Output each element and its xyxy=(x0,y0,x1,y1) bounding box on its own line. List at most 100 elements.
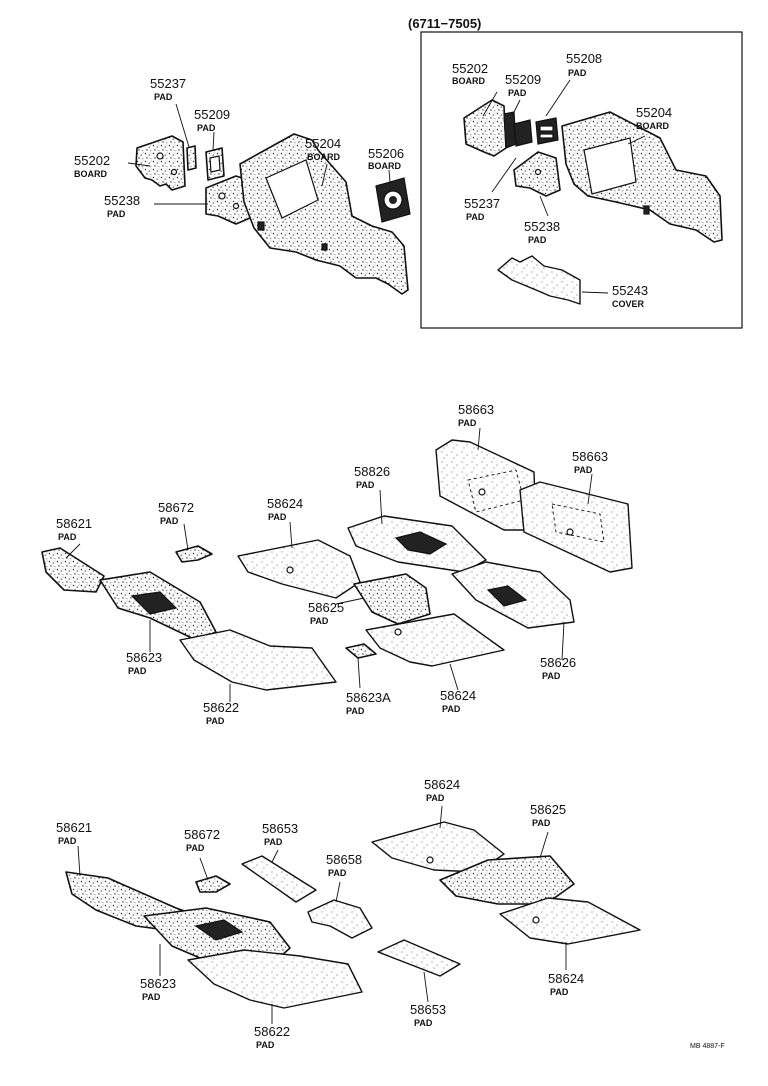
label-number: 58622 xyxy=(203,700,239,715)
label-number: 58623 xyxy=(126,650,162,665)
label-number: 55204 xyxy=(636,105,672,120)
label-number: 58621 xyxy=(56,516,92,531)
label-name: PAD xyxy=(528,235,547,245)
pad-58623A xyxy=(345,643,377,659)
label-name: PAD xyxy=(328,868,347,878)
label-number: 58653 xyxy=(262,821,298,836)
label-name: PAD xyxy=(197,123,216,133)
label-name: PAD xyxy=(508,88,527,98)
label-number: 55202 xyxy=(452,61,488,76)
pad-58625-low xyxy=(439,855,575,905)
pad-55237 xyxy=(186,145,197,171)
inset-cover-55243 xyxy=(497,255,581,305)
label-name: PAD xyxy=(58,532,77,542)
inset-board-55204 xyxy=(561,111,723,243)
pad-58625-mid xyxy=(353,573,431,625)
label-number: 58663 xyxy=(572,449,608,464)
label-name: BOARD xyxy=(368,161,401,171)
inset-assembly xyxy=(463,79,723,305)
label-number: 58624 xyxy=(424,777,460,792)
label-name: BOARD xyxy=(452,76,485,86)
label-number: 58672 xyxy=(158,500,194,515)
label-number: 58672 xyxy=(184,827,220,842)
label-number: 58623A xyxy=(346,690,391,705)
label-name: PAD xyxy=(574,465,593,475)
label-name: PAD xyxy=(107,209,126,219)
label-number: 55204 xyxy=(305,136,341,151)
label-name: BOARD xyxy=(636,121,669,131)
pad-58672-mid xyxy=(175,545,213,563)
label-name: PAD xyxy=(186,843,205,853)
label-number: 55237 xyxy=(464,196,500,211)
label-name: PAD xyxy=(264,837,283,847)
label-number: 58624 xyxy=(548,971,584,986)
pad-58663-right xyxy=(519,481,633,573)
label-name: PAD xyxy=(310,616,329,626)
label-name: BOARD xyxy=(307,152,340,162)
pad-58653-bottom xyxy=(377,939,461,977)
label-number: 58624 xyxy=(267,496,303,511)
pad-55238 xyxy=(205,175,251,225)
label-name: PAD xyxy=(268,512,287,522)
label-number: 55202 xyxy=(74,153,110,168)
label-name: PAD xyxy=(458,418,477,428)
drawing-code: MB 4887-F xyxy=(690,1043,725,1050)
middle-floor-assembly xyxy=(41,427,633,702)
label-name: PAD xyxy=(160,516,179,526)
label-number: 55237 xyxy=(150,76,186,91)
label-name: PAD xyxy=(58,836,77,846)
label-number: 58826 xyxy=(354,464,390,479)
lower-floor-assembly xyxy=(65,805,641,1024)
label-name: PAD xyxy=(414,1018,433,1028)
label-name: PAD xyxy=(356,480,375,490)
upper-left-assembly xyxy=(127,103,411,295)
label-number: 58621 xyxy=(56,820,92,835)
label-name: PAD xyxy=(466,212,485,222)
label-name: PAD xyxy=(568,68,587,78)
pad-58621-mid xyxy=(41,547,105,593)
pad-58658 xyxy=(307,899,373,939)
pad-58624-bottom xyxy=(365,613,505,667)
label-name: PAD xyxy=(206,716,225,726)
label-name: PAD xyxy=(532,818,551,828)
pad-58624-top xyxy=(237,539,361,599)
label-number: 58658 xyxy=(326,852,362,867)
label-name: PAD xyxy=(256,1040,275,1050)
label-number: 58623 xyxy=(140,976,176,991)
label-name: PAD xyxy=(426,793,445,803)
label-number: 58653 xyxy=(410,1002,446,1017)
label-number: 55238 xyxy=(524,219,560,234)
inset-frame xyxy=(420,31,743,329)
label-name: PAD xyxy=(442,704,461,714)
label-number: 55243 xyxy=(612,283,648,298)
label-name: PAD xyxy=(542,671,561,681)
label-name: PAD xyxy=(128,666,147,676)
pad-58672-low xyxy=(195,875,231,893)
label-number: 55209 xyxy=(194,107,230,122)
pad-58624-low-bottom xyxy=(499,897,641,945)
label-number: 55206 xyxy=(368,146,404,161)
label-number: 58622 xyxy=(254,1024,290,1039)
inset-board-55202 xyxy=(463,99,507,157)
label-number: 55209 xyxy=(505,72,541,87)
pad-58622-low xyxy=(187,949,363,1009)
label-number: 55208 xyxy=(566,51,602,66)
pad-58663-left xyxy=(435,439,537,531)
label-name: PAD xyxy=(142,992,161,1002)
label-number: 58625 xyxy=(308,600,344,615)
label-number: 58625 xyxy=(530,802,566,817)
inset-pad-55208a xyxy=(513,119,533,147)
label-number: 55238 xyxy=(104,193,140,208)
inset-title: (6711−7505) xyxy=(408,16,481,31)
board-55202 xyxy=(135,135,186,191)
label-name: COVER xyxy=(612,299,645,309)
label-number: 58626 xyxy=(540,655,576,670)
label-number: 58663 xyxy=(458,402,494,417)
label-name: PAD xyxy=(346,706,365,716)
label-name: PAD xyxy=(550,987,569,997)
callouts: 55237 PAD 55209 PAD 55202 BOARD 55204 BO… xyxy=(56,51,725,1050)
label-number: 58624 xyxy=(440,688,476,703)
label-name: BOARD xyxy=(74,169,107,179)
pad-58622-mid xyxy=(179,629,337,691)
